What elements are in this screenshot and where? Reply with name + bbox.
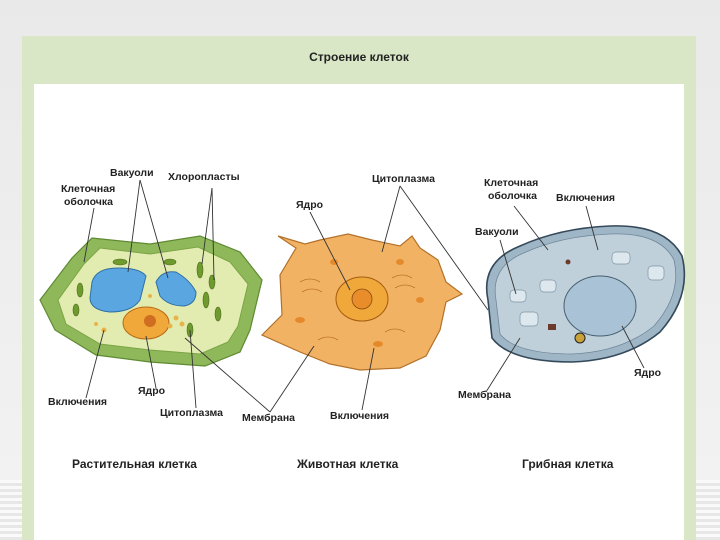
animal-cell <box>262 234 462 370</box>
label-plant-nucleus: Ядро <box>138 385 165 397</box>
label-plant-cytoplasm: Цитоплазма <box>160 407 223 419</box>
label-fungal-nucleus: Ядро <box>634 367 661 379</box>
caption-animal: Животная клетка <box>296 457 399 471</box>
label-plant-vacuoles: Вакуоли <box>110 167 154 179</box>
cell-captions: Растительная клетка Животная клетка Гриб… <box>72 457 614 471</box>
label-plant-chloroplasts: Хлоропласты <box>168 171 240 183</box>
label-animal-nucleus: Ядро <box>296 199 323 211</box>
label-plant-wall-1: Клеточная <box>61 183 115 195</box>
label-animal-membrane: Мембрана <box>242 412 295 424</box>
label-fungal-wall-1: Клеточная <box>484 177 538 189</box>
label-animal-cytoplasm: Цитоплазма <box>372 173 435 185</box>
label-fungal-membrane: Мембрана <box>458 389 511 401</box>
label-plant-wall-2: оболочка <box>64 196 113 208</box>
label-plant-inclusions: Включения <box>48 396 107 408</box>
plant-cell <box>40 236 262 366</box>
label-fungal-wall-2: оболочка <box>488 190 537 202</box>
animal-nucleolus <box>352 289 372 309</box>
label-fungal-vacuoles: Вакуоли <box>475 226 519 238</box>
fungal-cell <box>487 226 685 362</box>
caption-plant: Растительная клетка <box>72 457 197 471</box>
fungal-nucleus <box>564 276 636 336</box>
label-fungal-inclusions: Включения <box>556 192 615 204</box>
plant-nucleolus <box>144 315 156 327</box>
caption-fungal: Грибная клетка <box>522 457 614 471</box>
label-animal-inclusions: Включения <box>330 410 389 422</box>
